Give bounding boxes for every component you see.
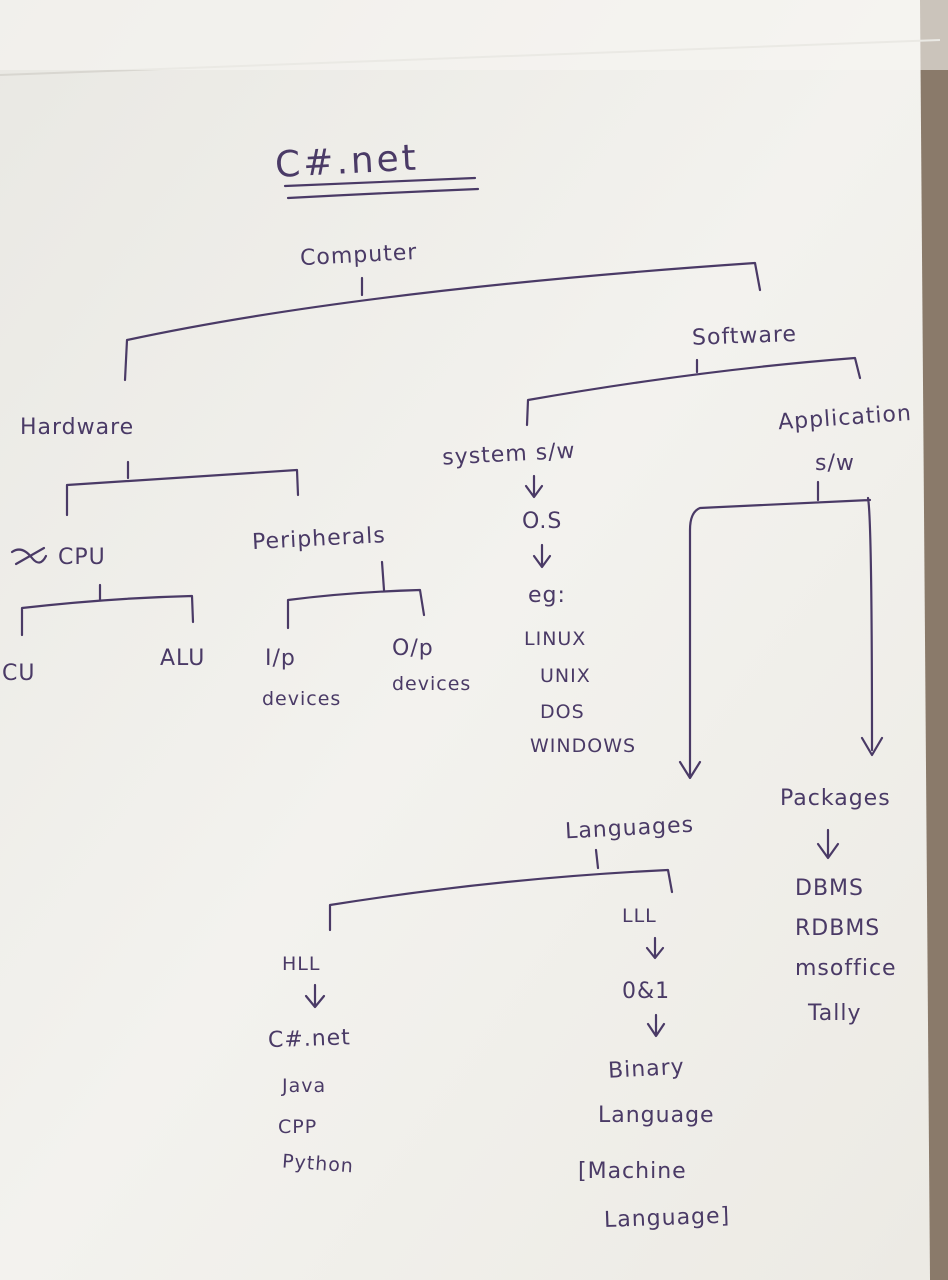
node-eg: eg: <box>528 583 566 608</box>
package-example: Tally <box>807 1001 862 1026</box>
node-machine: [Machine <box>578 1159 687 1184</box>
hll-example: CPP <box>278 1116 317 1138</box>
hll-example: C#.net <box>268 1025 352 1053</box>
os-example: UNIX <box>540 665 591 687</box>
os-example: WINDOWS <box>530 735 636 757</box>
cpu-scribble <box>10 546 48 566</box>
node-languages: Languages <box>564 813 694 845</box>
arrow-packages <box>816 828 840 860</box>
package-example: RDBMS <box>795 916 880 941</box>
os-example: DOS <box>540 701 585 723</box>
node-ip-devices: devices <box>262 688 341 710</box>
node-hardware: Hardware <box>20 415 134 440</box>
arrow-os-eg <box>532 543 552 569</box>
node-application-sw-2: s/w <box>815 451 855 476</box>
node-packages: Packages <box>780 786 891 811</box>
node-software: Software <box>692 322 798 351</box>
node-application-sw: Application <box>777 401 912 435</box>
arrow-zero-one <box>646 1013 666 1038</box>
hll-example: Python <box>281 1150 354 1177</box>
node-system-sw: system s/w <box>442 439 577 471</box>
node-ip: I/p <box>265 646 296 671</box>
link-peripherals <box>286 560 426 630</box>
node-op-devices: devices <box>392 673 471 695</box>
page-title: C#.net <box>274 137 420 185</box>
node-zero-one: 0&1 <box>622 979 670 1004</box>
node-op: O/p <box>392 636 434 661</box>
node-hll: HLL <box>282 953 320 975</box>
package-example: DBMS <box>795 876 864 901</box>
node-computer: Computer <box>299 240 418 271</box>
node-lll: LLL <box>622 905 657 927</box>
link-languages <box>328 848 674 932</box>
arrow-hll <box>304 983 326 1009</box>
link-hardware <box>65 460 300 517</box>
node-peripherals: Peripherals <box>251 523 386 555</box>
node-binary: Binary <box>607 1055 685 1084</box>
link-cpu <box>20 583 195 637</box>
node-machine-language: Language] <box>604 1204 731 1233</box>
hll-example: Java <box>281 1075 326 1097</box>
link-application <box>678 480 884 780</box>
node-os: O.S <box>522 509 562 534</box>
package-example: msoffice <box>795 956 897 981</box>
link-computer <box>123 261 762 382</box>
node-binary-language: Language <box>598 1103 715 1128</box>
title-underline-2 <box>286 187 480 200</box>
node-cpu: CPU <box>58 545 106 570</box>
node-cu: CU <box>2 661 35 686</box>
os-example: LINUX <box>524 628 586 650</box>
arrow-lll <box>645 936 665 960</box>
arrow-system-os <box>524 474 544 499</box>
title-underline-1 <box>283 176 477 188</box>
link-software <box>525 356 862 427</box>
node-alu: ALU <box>160 646 205 671</box>
